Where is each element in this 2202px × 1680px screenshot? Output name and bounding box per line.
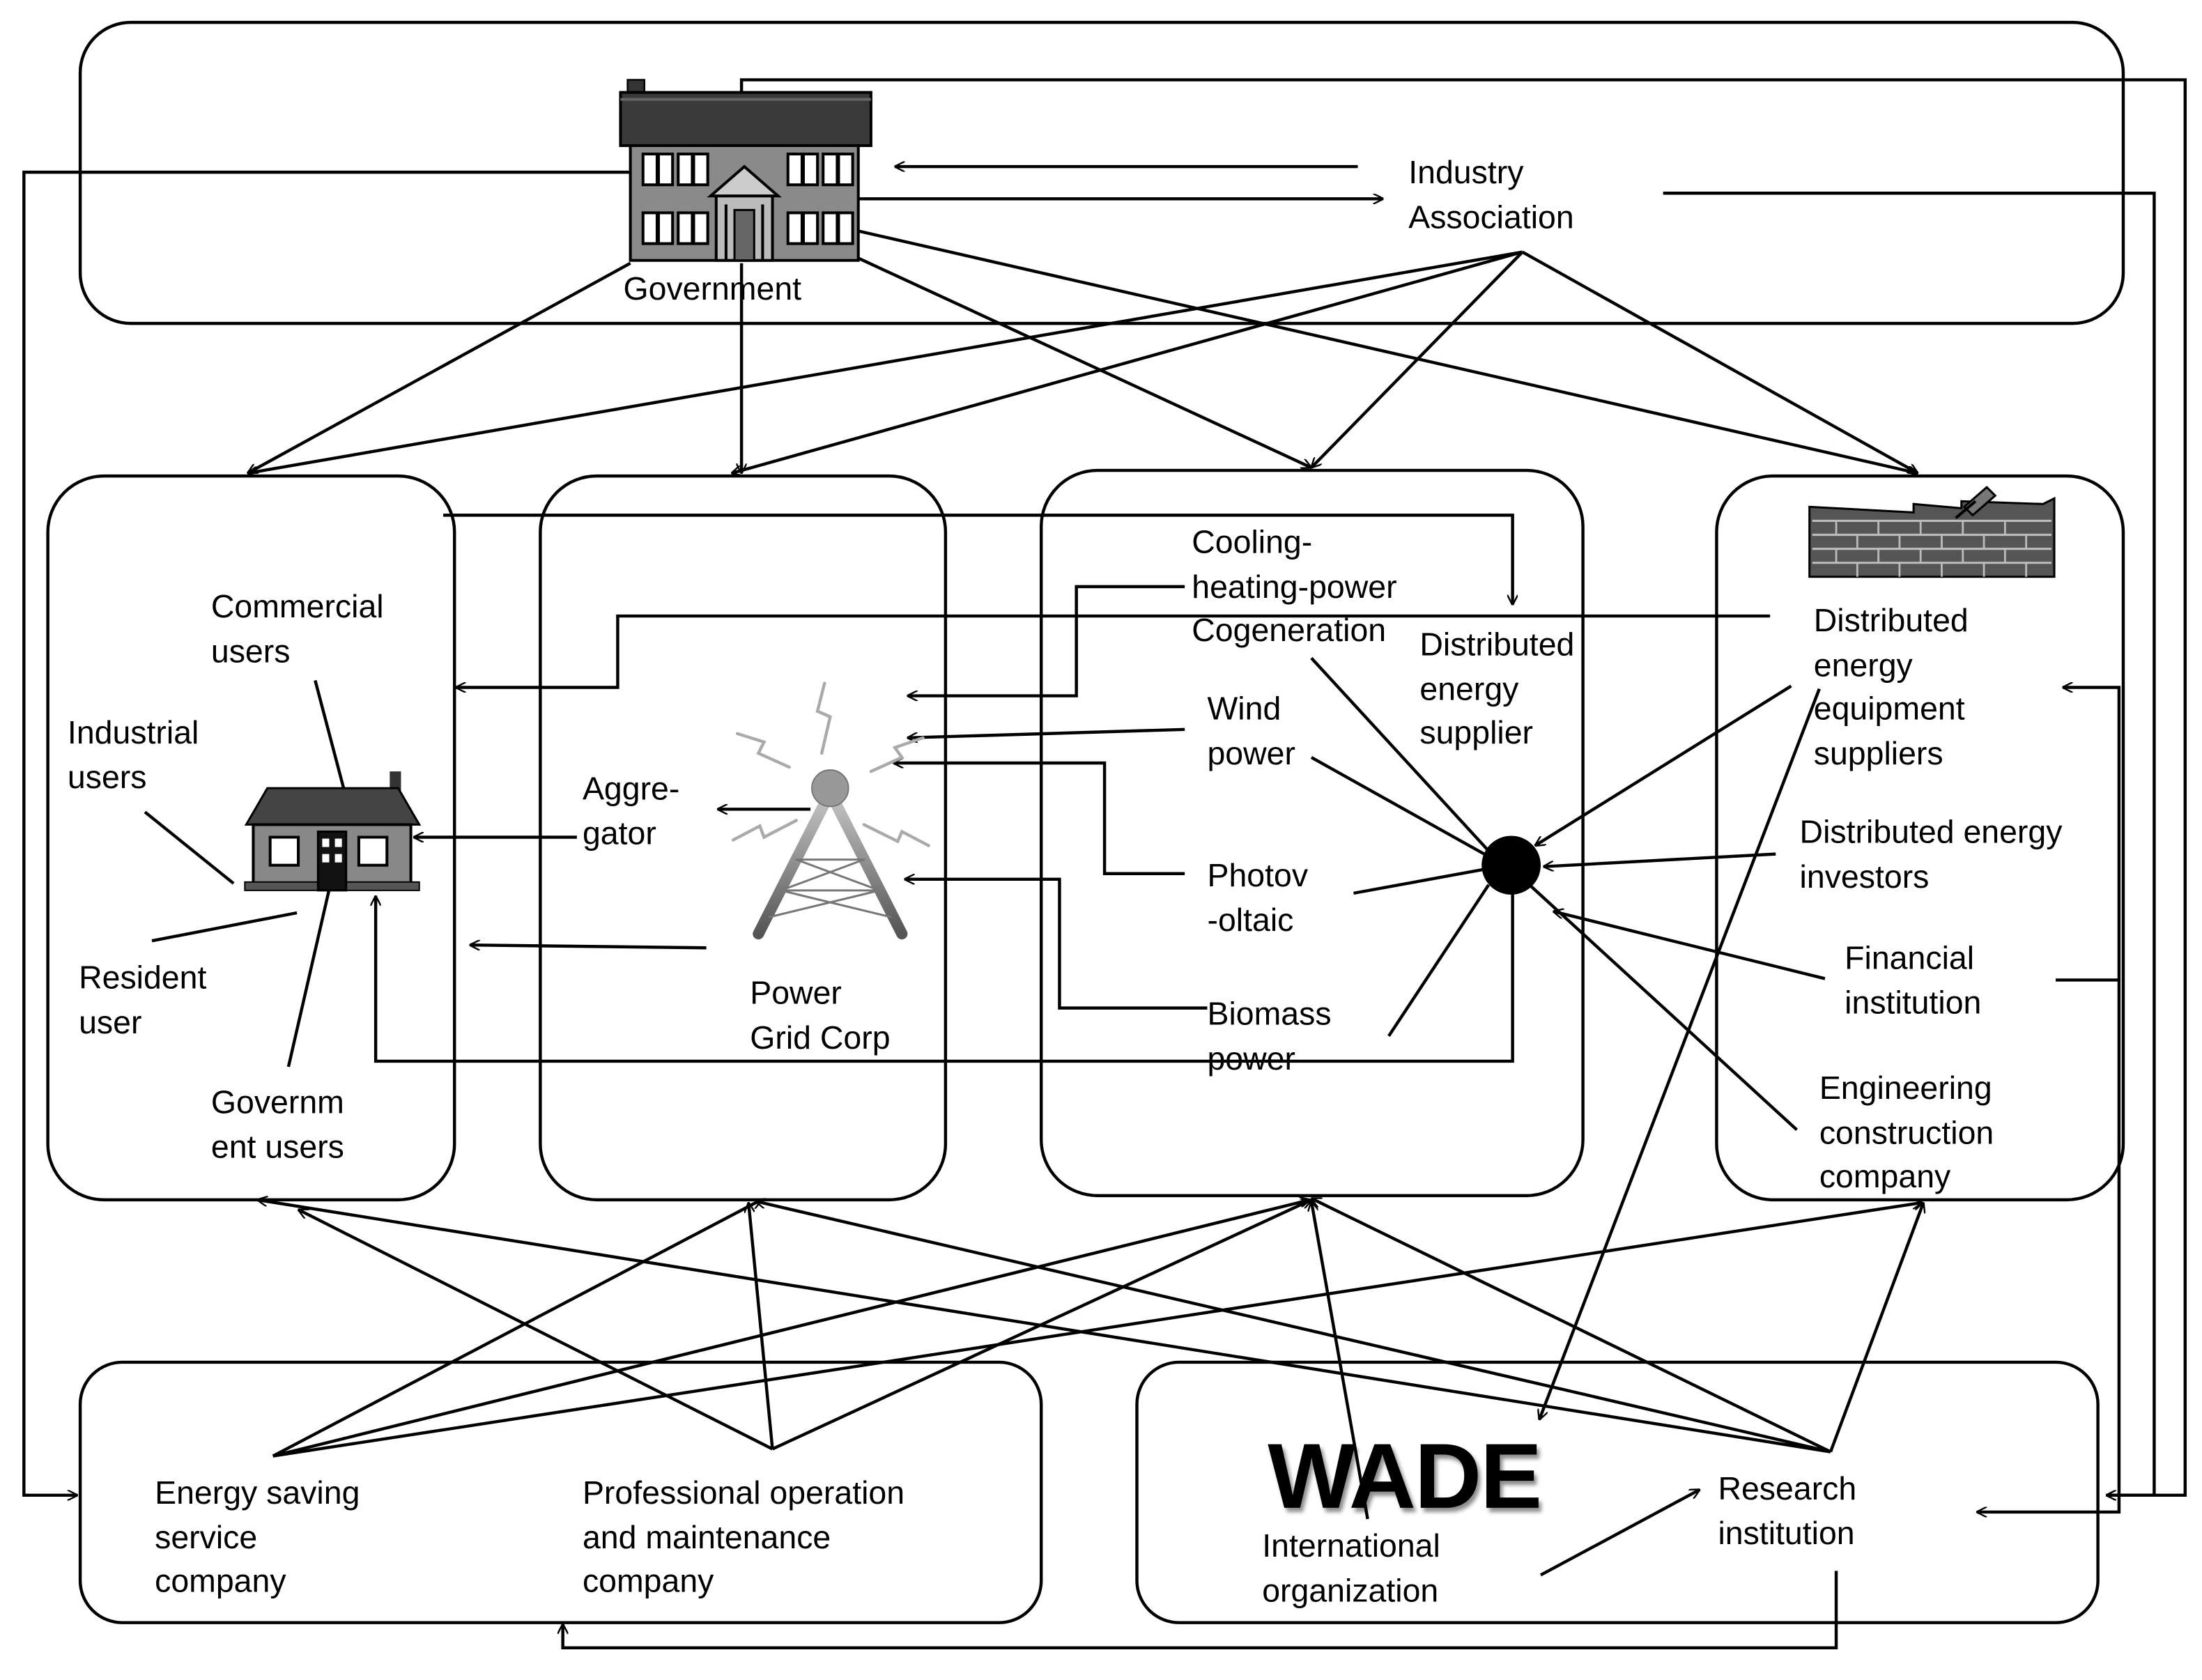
- line-engineering-to-hub: [1528, 884, 1799, 1132]
- biomass-power-label: Biomass power: [1207, 995, 1332, 1077]
- arrow-intl-to-generation: [1311, 1201, 1369, 1520]
- line-govusers-to-house: [286, 888, 331, 1068]
- equipment-suppliers-label: Distributed energy equipment suppliers: [1813, 601, 1969, 771]
- arrow-intl-to-research: [1539, 1488, 1700, 1577]
- arrow-equipment-to-hub: [1535, 684, 1792, 847]
- energy-saving-service-label: Energy saving service company: [155, 1474, 360, 1599]
- arrow-grid-to-users: [470, 945, 707, 948]
- line-pv-to-hub: [1353, 866, 1492, 895]
- arrow-assoc-to-suppliers: [1521, 250, 1918, 475]
- arrow-research-to-suppliers: [1828, 1203, 1923, 1453]
- arrow-financial-to-research: [1977, 980, 2121, 1511]
- power-tower-icon: [731, 681, 930, 940]
- resident-user-label: Resident user: [79, 959, 207, 1040]
- generation-group-box: [1039, 468, 1585, 1198]
- arrow-financial-to-equipment: [2056, 688, 2121, 982]
- arrow-assoc-to-grid: [732, 250, 1523, 473]
- arrow-energysaving-to-suppliers: [272, 1203, 1923, 1458]
- arrow-hub-to-house: [376, 870, 1514, 1063]
- professional-om-label: Professional operation and maintenance c…: [582, 1474, 905, 1599]
- line-cchp-to-hub: [1310, 656, 1493, 856]
- government-label: Government: [623, 270, 802, 307]
- connectors: [22, 78, 2187, 1650]
- power-grid-corp-label: Power Grid Corp: [750, 974, 891, 1055]
- arrow-assoc-to-generation: [1311, 251, 1524, 468]
- user-house-icon: [244, 771, 422, 892]
- arrow-cchp-to-grid: [907, 585, 1185, 696]
- line-wind-to-hub: [1310, 756, 1495, 861]
- commercial-users-label: Commercial users: [210, 587, 384, 669]
- arrow-equipment-to-research: [1539, 688, 1821, 1420]
- arrow-om-to-users: [298, 1208, 773, 1451]
- industry-association-label: Industry Association: [1408, 154, 1574, 235]
- arrow-equipment-to-users: [456, 614, 1771, 687]
- arrow-energysaving-to-generation: [272, 1200, 1310, 1458]
- arrow-research-to-generation: [1311, 1196, 1831, 1454]
- arrow-gov-to-generation: [853, 254, 1311, 468]
- line-resident-to-house: [151, 911, 298, 943]
- arrow-users-to-supplier: [443, 514, 1513, 605]
- investors-label: Distributed energy investors: [1799, 813, 2063, 894]
- government-users-label: Governm ent users: [210, 1084, 344, 1164]
- arrow-om-to-grid: [748, 1203, 774, 1449]
- arrow-investors-to-hub: [1543, 852, 1776, 867]
- wind-power-label: Wind power: [1207, 690, 1295, 771]
- international-organization-label: International organization: [1262, 1527, 1440, 1608]
- line-biomass-to-hub: [1387, 884, 1491, 1038]
- arrow-gov-to-users: [247, 261, 631, 475]
- engineering-construction-label: Engineering construction company: [1819, 1070, 1994, 1194]
- arrow-energysaving-to-grid: [272, 1198, 762, 1458]
- financial-institution-label: Financial institution: [1845, 939, 1982, 1020]
- arrow-gov-to-services: [22, 170, 629, 1495]
- government-building-icon: [619, 79, 872, 262]
- research-group-box: [1135, 1360, 2100, 1624]
- arrow-pv-to-grid: [893, 763, 1185, 875]
- brick-wall-icon: [1808, 486, 2056, 578]
- arrow-research-to-users: [258, 1200, 1831, 1454]
- arrow-biomass-to-grid: [904, 879, 1208, 1010]
- aggregator-label: Aggre- gator: [582, 770, 680, 851]
- arrow-assoc-to-users: [247, 250, 1523, 473]
- arrow-wind-to-grid: [907, 727, 1185, 738]
- arrow-research-to-services: [563, 1571, 1838, 1650]
- services-group-box: [78, 1360, 1043, 1624]
- photovoltaic-label: Photov -oltaic: [1207, 856, 1309, 938]
- arrow-gov-to-research: [739, 78, 2187, 1495]
- cchp-label: Cooling- heating-power Cogeneration: [1192, 523, 1397, 649]
- distributed-energy-supplier-label: Distributed energy supplier: [1419, 626, 1575, 750]
- industrial-users-label: Industrial users: [67, 714, 199, 795]
- research-institution-label: Research institution: [1718, 1470, 1857, 1551]
- arrow-research-to-grid: [755, 1201, 1831, 1454]
- wade-logo: WADE: [1268, 1424, 1542, 1528]
- line-industrial-to-house: [144, 810, 235, 885]
- arrow-financial-to-hub: [1553, 911, 1826, 980]
- arrow-gov-to-suppliers: [858, 229, 1918, 474]
- distributed-energy-hub-icon: [1481, 835, 1541, 895]
